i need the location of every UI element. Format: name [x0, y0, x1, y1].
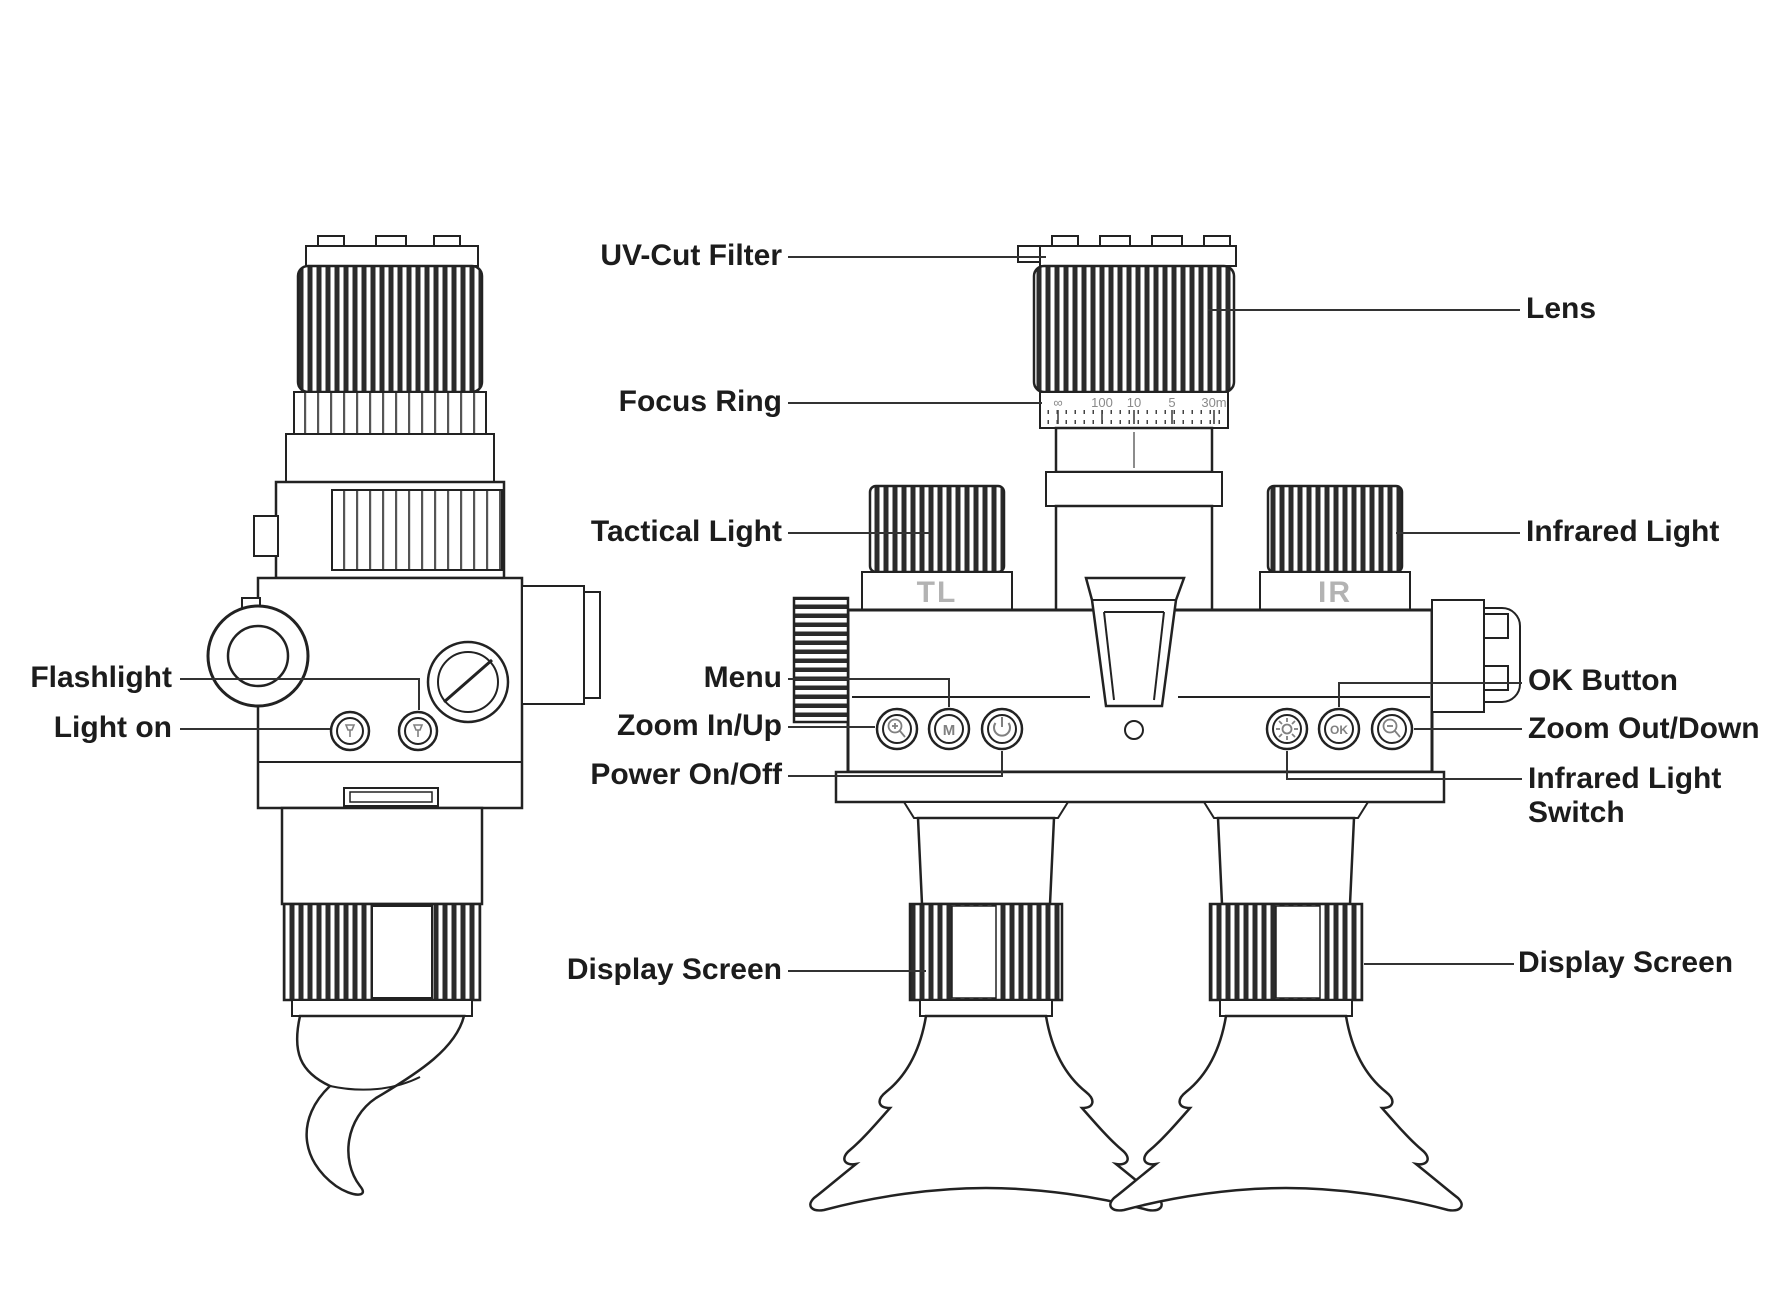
leader-flashlight: [180, 678, 420, 710]
label-lens: Lens: [1526, 292, 1597, 325]
left-eyepiece-tube: [809, 801, 1163, 1212]
side-view-device: [206, 235, 601, 1196]
zoom-out-icon: [1382, 718, 1401, 738]
side-ribbed-collar: [293, 391, 487, 435]
uv-cut-filter-part: [1017, 235, 1237, 267]
side-lens-knurl: [296, 264, 484, 394]
leader-lines: [180, 256, 1522, 972]
label-infrared-light-switch: Infrared Light Switch: [1528, 762, 1722, 829]
torch-icon: [344, 724, 356, 737]
label-display-screen-right: Display Screen: [1518, 946, 1734, 979]
infrared-light-abbr: IR: [1318, 576, 1352, 609]
ok-button-icon: OK: [1330, 723, 1348, 737]
label-display-screen-left: Display Screen: [566, 953, 782, 986]
front-view-device: ∞ 100 10 5 30m TL IR: [792, 235, 1521, 1212]
leader-power-on-off: [788, 751, 1003, 777]
right-eyepiece-tube: [1109, 801, 1463, 1212]
side-ribbed-ring: [331, 489, 503, 571]
menu-button-icon: M: [943, 722, 956, 739]
infrared-light-switch-button: [1265, 707, 1309, 751]
label-flashlight: Flashlight: [30, 661, 172, 694]
flashlight-button: [397, 710, 439, 752]
torch-icon: [412, 724, 424, 737]
side-lens-cap: [305, 235, 479, 267]
leader-infrared-light-switch: [1286, 751, 1522, 780]
label-light-on: Light on: [53, 711, 172, 744]
center-yoke: [1084, 576, 1186, 740]
left-eyecup: [809, 1014, 1163, 1212]
label-ok-button: OK Button: [1528, 664, 1678, 697]
focus-scale-10: 10: [1127, 395, 1141, 410]
flashlight-head: [206, 604, 310, 708]
side-dial: [792, 596, 850, 724]
label-zoom-out-down: Zoom Out/Down: [1528, 712, 1760, 745]
label-infrared-light: Infrared Light: [1526, 515, 1720, 548]
leader-menu: [788, 678, 950, 707]
focus-scale-infinity: ∞: [1053, 395, 1062, 410]
label-uv-cut-filter: UV-Cut Filter: [600, 239, 782, 272]
zoom-in-button: [875, 707, 919, 751]
right-eyecup: [1109, 1014, 1463, 1212]
focus-scale-5: 5: [1168, 395, 1175, 410]
zoom-in-icon: [887, 718, 906, 738]
label-focus-ring: Focus Ring: [618, 385, 782, 418]
light-on-button: [329, 710, 371, 752]
label-tactical-light: Tactical Light: [590, 515, 782, 548]
label-power-on-off: Power On/Off: [590, 758, 782, 791]
focus-ring-part: ∞ 100 10 5 30m: [1039, 391, 1229, 429]
power-button: [980, 707, 1024, 751]
ok-button: OK: [1317, 707, 1361, 751]
tactical-light-abbr: TL: [917, 576, 958, 609]
lens-knurl: [1032, 264, 1236, 394]
focus-scale-100: 100: [1091, 395, 1113, 410]
screw-cap: [426, 640, 510, 724]
side-rail: [521, 585, 601, 705]
infrared-light-part: IR: [1259, 484, 1411, 613]
right-mount: [1431, 599, 1521, 713]
side-lower-neck: [280, 806, 484, 906]
power-icon: [993, 717, 1011, 737]
light-sun-icon: [1276, 718, 1298, 740]
label-zoom-in-up: Zoom In/Up: [617, 709, 782, 742]
zoom-out-button: [1370, 707, 1414, 751]
tactical-light-part: TL: [861, 484, 1013, 613]
side-step: [285, 433, 495, 483]
menu-button: M: [927, 707, 971, 751]
leader-ok-button: [1338, 682, 1522, 707]
label-menu: Menu: [703, 661, 782, 694]
focus-scale-30m: 30m: [1201, 395, 1226, 410]
side-eyecup: [295, 1014, 466, 1196]
